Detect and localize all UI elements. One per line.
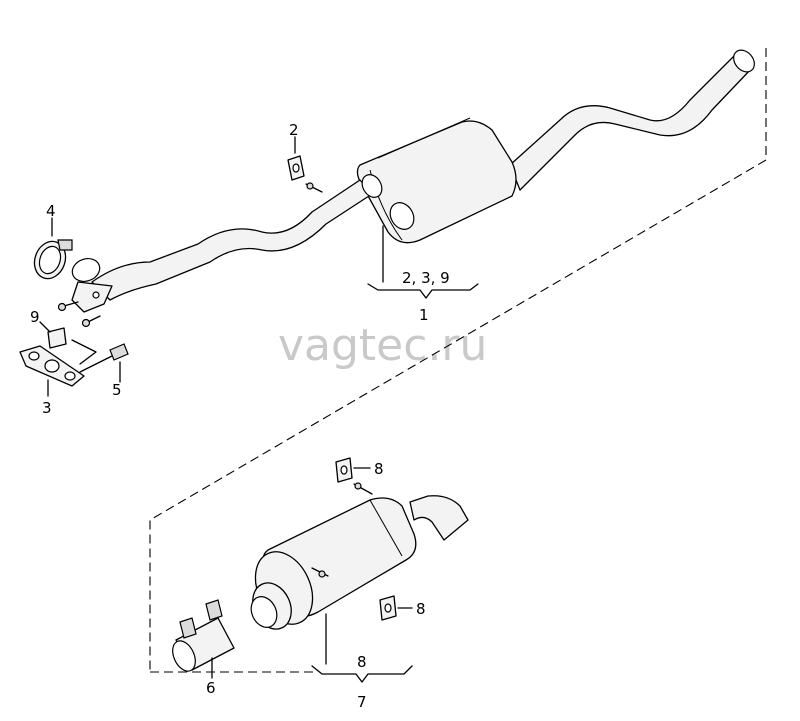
stud-nut-left — [57, 302, 67, 312]
group-1-brace — [367, 283, 479, 299]
sleeve-bolt-right — [205, 599, 223, 621]
bolt-leader-to-flange — [79, 355, 113, 373]
callout-2: 2 — [289, 121, 299, 139]
rubber-mount-upper: 2 — [287, 121, 323, 193]
bracket-hole — [92, 291, 100, 299]
callout-8-top: 8 — [374, 460, 384, 478]
bracket-studs — [63, 301, 101, 323]
callout-9: 9 — [30, 308, 40, 326]
rear-silencer-assembly — [250, 495, 469, 630]
flange-hole-1 — [28, 351, 40, 361]
group-1-bracket: 2, 3, 9 1 — [367, 225, 479, 324]
group-7-label: 7 — [357, 693, 367, 711]
rubber-mount-8-top-hole — [340, 465, 348, 475]
front-pipe — [91, 179, 373, 301]
group-1-label: 1 — [419, 306, 429, 324]
gasket-ring-9 — [47, 327, 67, 349]
callout-3: 3 — [42, 399, 52, 417]
watermark: vagtec.ru — [278, 320, 487, 371]
pipe-flange-end — [71, 258, 101, 282]
leader-9 — [39, 321, 51, 333]
mount-8-screw-head — [354, 482, 362, 490]
clamp-screw-housing — [57, 239, 73, 251]
clamping-sleeve: 6 — [172, 599, 235, 697]
flange-hole-3 — [64, 371, 76, 381]
callout-6: 6 — [206, 679, 216, 697]
rubber-mount-8-upper: 8 — [335, 457, 384, 495]
tail-pipe-opening — [250, 596, 278, 628]
callout-5: 5 — [112, 381, 122, 399]
rubber-mount-8-middle: 8 — [379, 595, 426, 621]
rubber-mount-2-hole — [292, 163, 300, 173]
pipe-inlet-ring — [361, 174, 383, 198]
sleeve-bolt-left — [179, 617, 197, 639]
hose-clamp: 4 — [33, 202, 73, 280]
pipe-end-opening — [733, 49, 755, 73]
mount-screw-head — [306, 182, 314, 190]
group-7-brace — [311, 665, 413, 683]
sleeve-opening — [172, 640, 196, 672]
flange-group: 9 3 — [19, 308, 97, 417]
silencer-outlet-hole — [389, 202, 415, 230]
flange-hole-2 — [44, 359, 60, 373]
center-silencer — [356, 120, 517, 244]
front-pipe-assembly — [57, 49, 755, 328]
assembly-bracket-lines — [71, 339, 97, 365]
intermediate-pipe — [509, 54, 753, 191]
clamp-inner — [38, 245, 62, 275]
group-7-bracket: 8 7 — [311, 613, 413, 711]
callout-4: 4 — [46, 202, 56, 220]
pipe-bracket — [71, 281, 113, 313]
rear-hanger-stud — [318, 570, 326, 578]
rubber-mount-8-mid-hole — [384, 603, 392, 613]
group-7-items: 8 — [357, 653, 367, 671]
silencer-seam — [377, 117, 471, 159]
stud-nut-right — [81, 318, 91, 328]
rear-silencer-seam — [369, 499, 403, 557]
callout-8-mid: 8 — [416, 600, 426, 618]
bolt-head — [109, 343, 129, 361]
silencer-inlet-bend — [409, 495, 469, 541]
flange-bolt: 5 — [79, 343, 129, 399]
group-1-items: 2, 3, 9 — [402, 269, 450, 287]
assembly-divider-line — [149, 48, 767, 672]
